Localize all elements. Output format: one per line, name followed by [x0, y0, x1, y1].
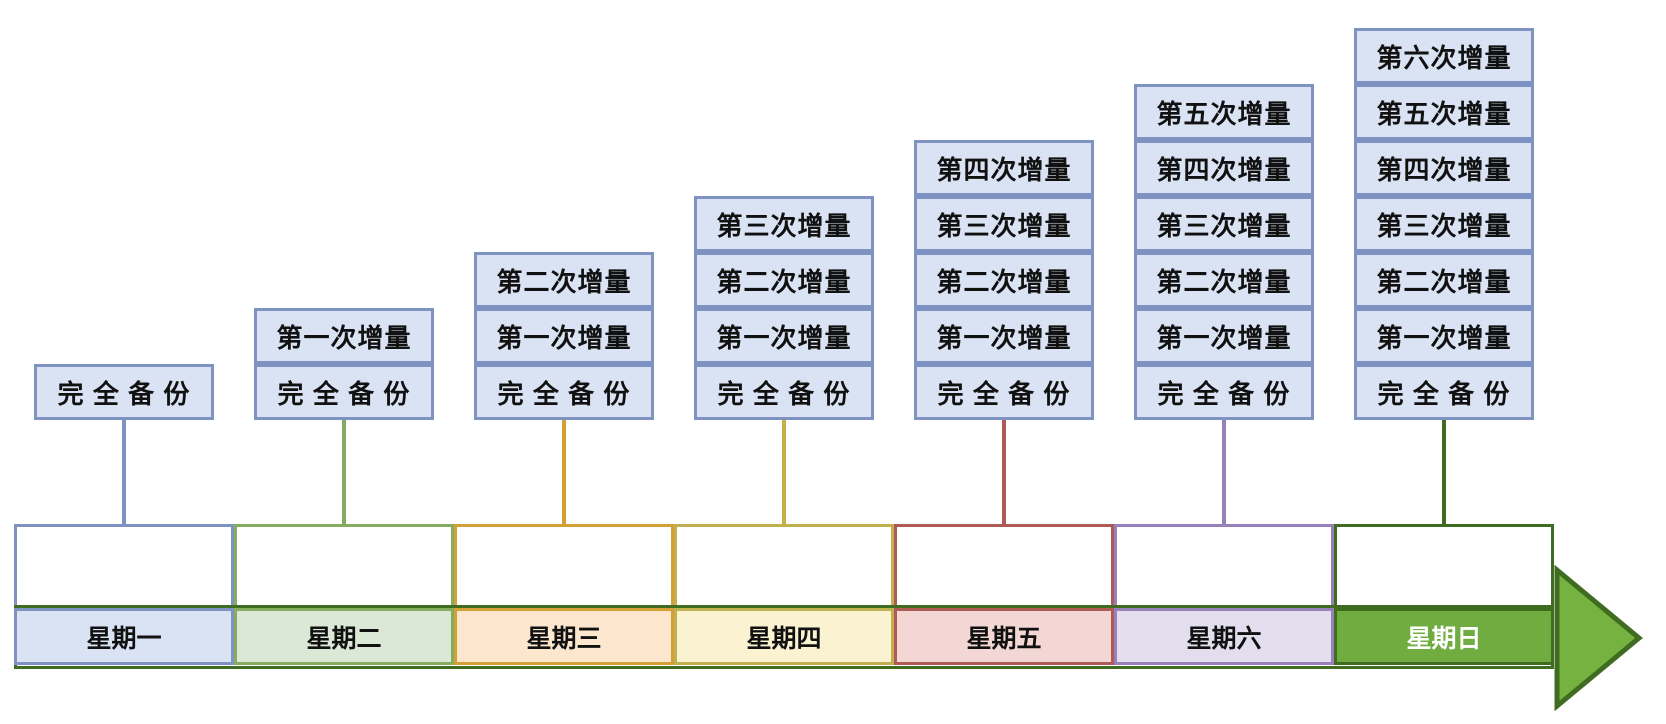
- full-backup-box: 完 全 备 份: [474, 364, 654, 420]
- incremental-backup-box: 第四次增量: [914, 140, 1094, 196]
- incremental-backup-box: 第二次增量: [474, 252, 654, 308]
- incremental-backup-box: 第三次增量: [1354, 196, 1534, 252]
- connector-wednesday: [562, 419, 566, 527]
- timeline-cell-wednesday: [454, 524, 674, 608]
- incremental-backup-box: 第二次增量: [914, 252, 1094, 308]
- timeline-cell-sunday: [1334, 524, 1554, 608]
- stack-friday: 完 全 备 份 第一次增量 第二次增量 第三次增量 第四次增量: [914, 140, 1094, 420]
- incremental-backup-box: 第二次增量: [694, 252, 874, 308]
- incremental-backup-box: 第三次增量: [694, 196, 874, 252]
- stack-tuesday: 完 全 备 份 第一次增量: [254, 308, 434, 420]
- incremental-backup-box: 第一次增量: [474, 308, 654, 364]
- full-backup-box: 完 全 备 份: [1354, 364, 1534, 420]
- full-backup-box: 完 全 备 份: [694, 364, 874, 420]
- stack-monday: 完 全 备 份: [34, 364, 214, 420]
- connector-tuesday: [342, 419, 346, 527]
- day-label-saturday: 星期六: [1114, 608, 1334, 665]
- stack-thursday: 完 全 备 份 第一次增量 第二次增量 第三次增量: [694, 196, 874, 420]
- full-backup-box: 完 全 备 份: [254, 364, 434, 420]
- stack-wednesday: 完 全 备 份 第一次增量 第二次增量: [474, 252, 654, 420]
- timeline-arrowhead-icon: [1554, 565, 1643, 711]
- connector-monday: [122, 419, 126, 527]
- day-label-wednesday: 星期三: [454, 608, 674, 665]
- stack-saturday: 完 全 备 份 第一次增量 第二次增量 第三次增量 第四次增量 第五次增量: [1134, 84, 1314, 420]
- incremental-backup-box: 第三次增量: [914, 196, 1094, 252]
- incremental-backup-box: 第五次增量: [1134, 84, 1314, 140]
- timeline-cell-saturday: [1114, 524, 1334, 608]
- day-label-friday: 星期五: [894, 608, 1114, 665]
- connector-friday: [1002, 419, 1006, 527]
- day-label-thursday: 星期四: [674, 608, 894, 665]
- incremental-backup-box: 第六次增量: [1354, 28, 1534, 84]
- full-backup-box: 完 全 备 份: [914, 364, 1094, 420]
- connector-saturday: [1222, 419, 1226, 527]
- incremental-backup-box: 第四次增量: [1354, 140, 1534, 196]
- full-backup-box: 完 全 备 份: [34, 364, 214, 420]
- incremental-backup-box: 第五次增量: [1354, 84, 1534, 140]
- incremental-backup-box: 第三次增量: [1134, 196, 1314, 252]
- timeline-cell-thursday: [674, 524, 894, 608]
- incremental-backup-box: 第一次增量: [694, 308, 874, 364]
- day-label-sunday: 星期日: [1334, 608, 1554, 665]
- timeline-cell-monday: [14, 524, 234, 608]
- connector-thursday: [782, 419, 786, 527]
- incremental-backup-box: 第一次增量: [254, 308, 434, 364]
- timeline-cell-friday: [894, 524, 1114, 608]
- timeline-cell-tuesday: [234, 524, 454, 608]
- incremental-backup-box: 第二次增量: [1354, 252, 1534, 308]
- incremental-backup-box: 第二次增量: [1134, 252, 1314, 308]
- stack-sunday: 完 全 备 份 第一次增量 第二次增量 第三次增量 第四次增量 第五次增量 第六…: [1354, 28, 1534, 420]
- connector-sunday: [1442, 419, 1446, 527]
- full-backup-box: 完 全 备 份: [1134, 364, 1314, 420]
- incremental-backup-box: 第一次增量: [914, 308, 1094, 364]
- incremental-backup-box: 第四次增量: [1134, 140, 1314, 196]
- incremental-backup-box: 第一次增量: [1354, 308, 1534, 364]
- incremental-backup-box: 第一次增量: [1134, 308, 1314, 364]
- day-label-monday: 星期一: [14, 608, 234, 665]
- day-label-tuesday: 星期二: [234, 608, 454, 665]
